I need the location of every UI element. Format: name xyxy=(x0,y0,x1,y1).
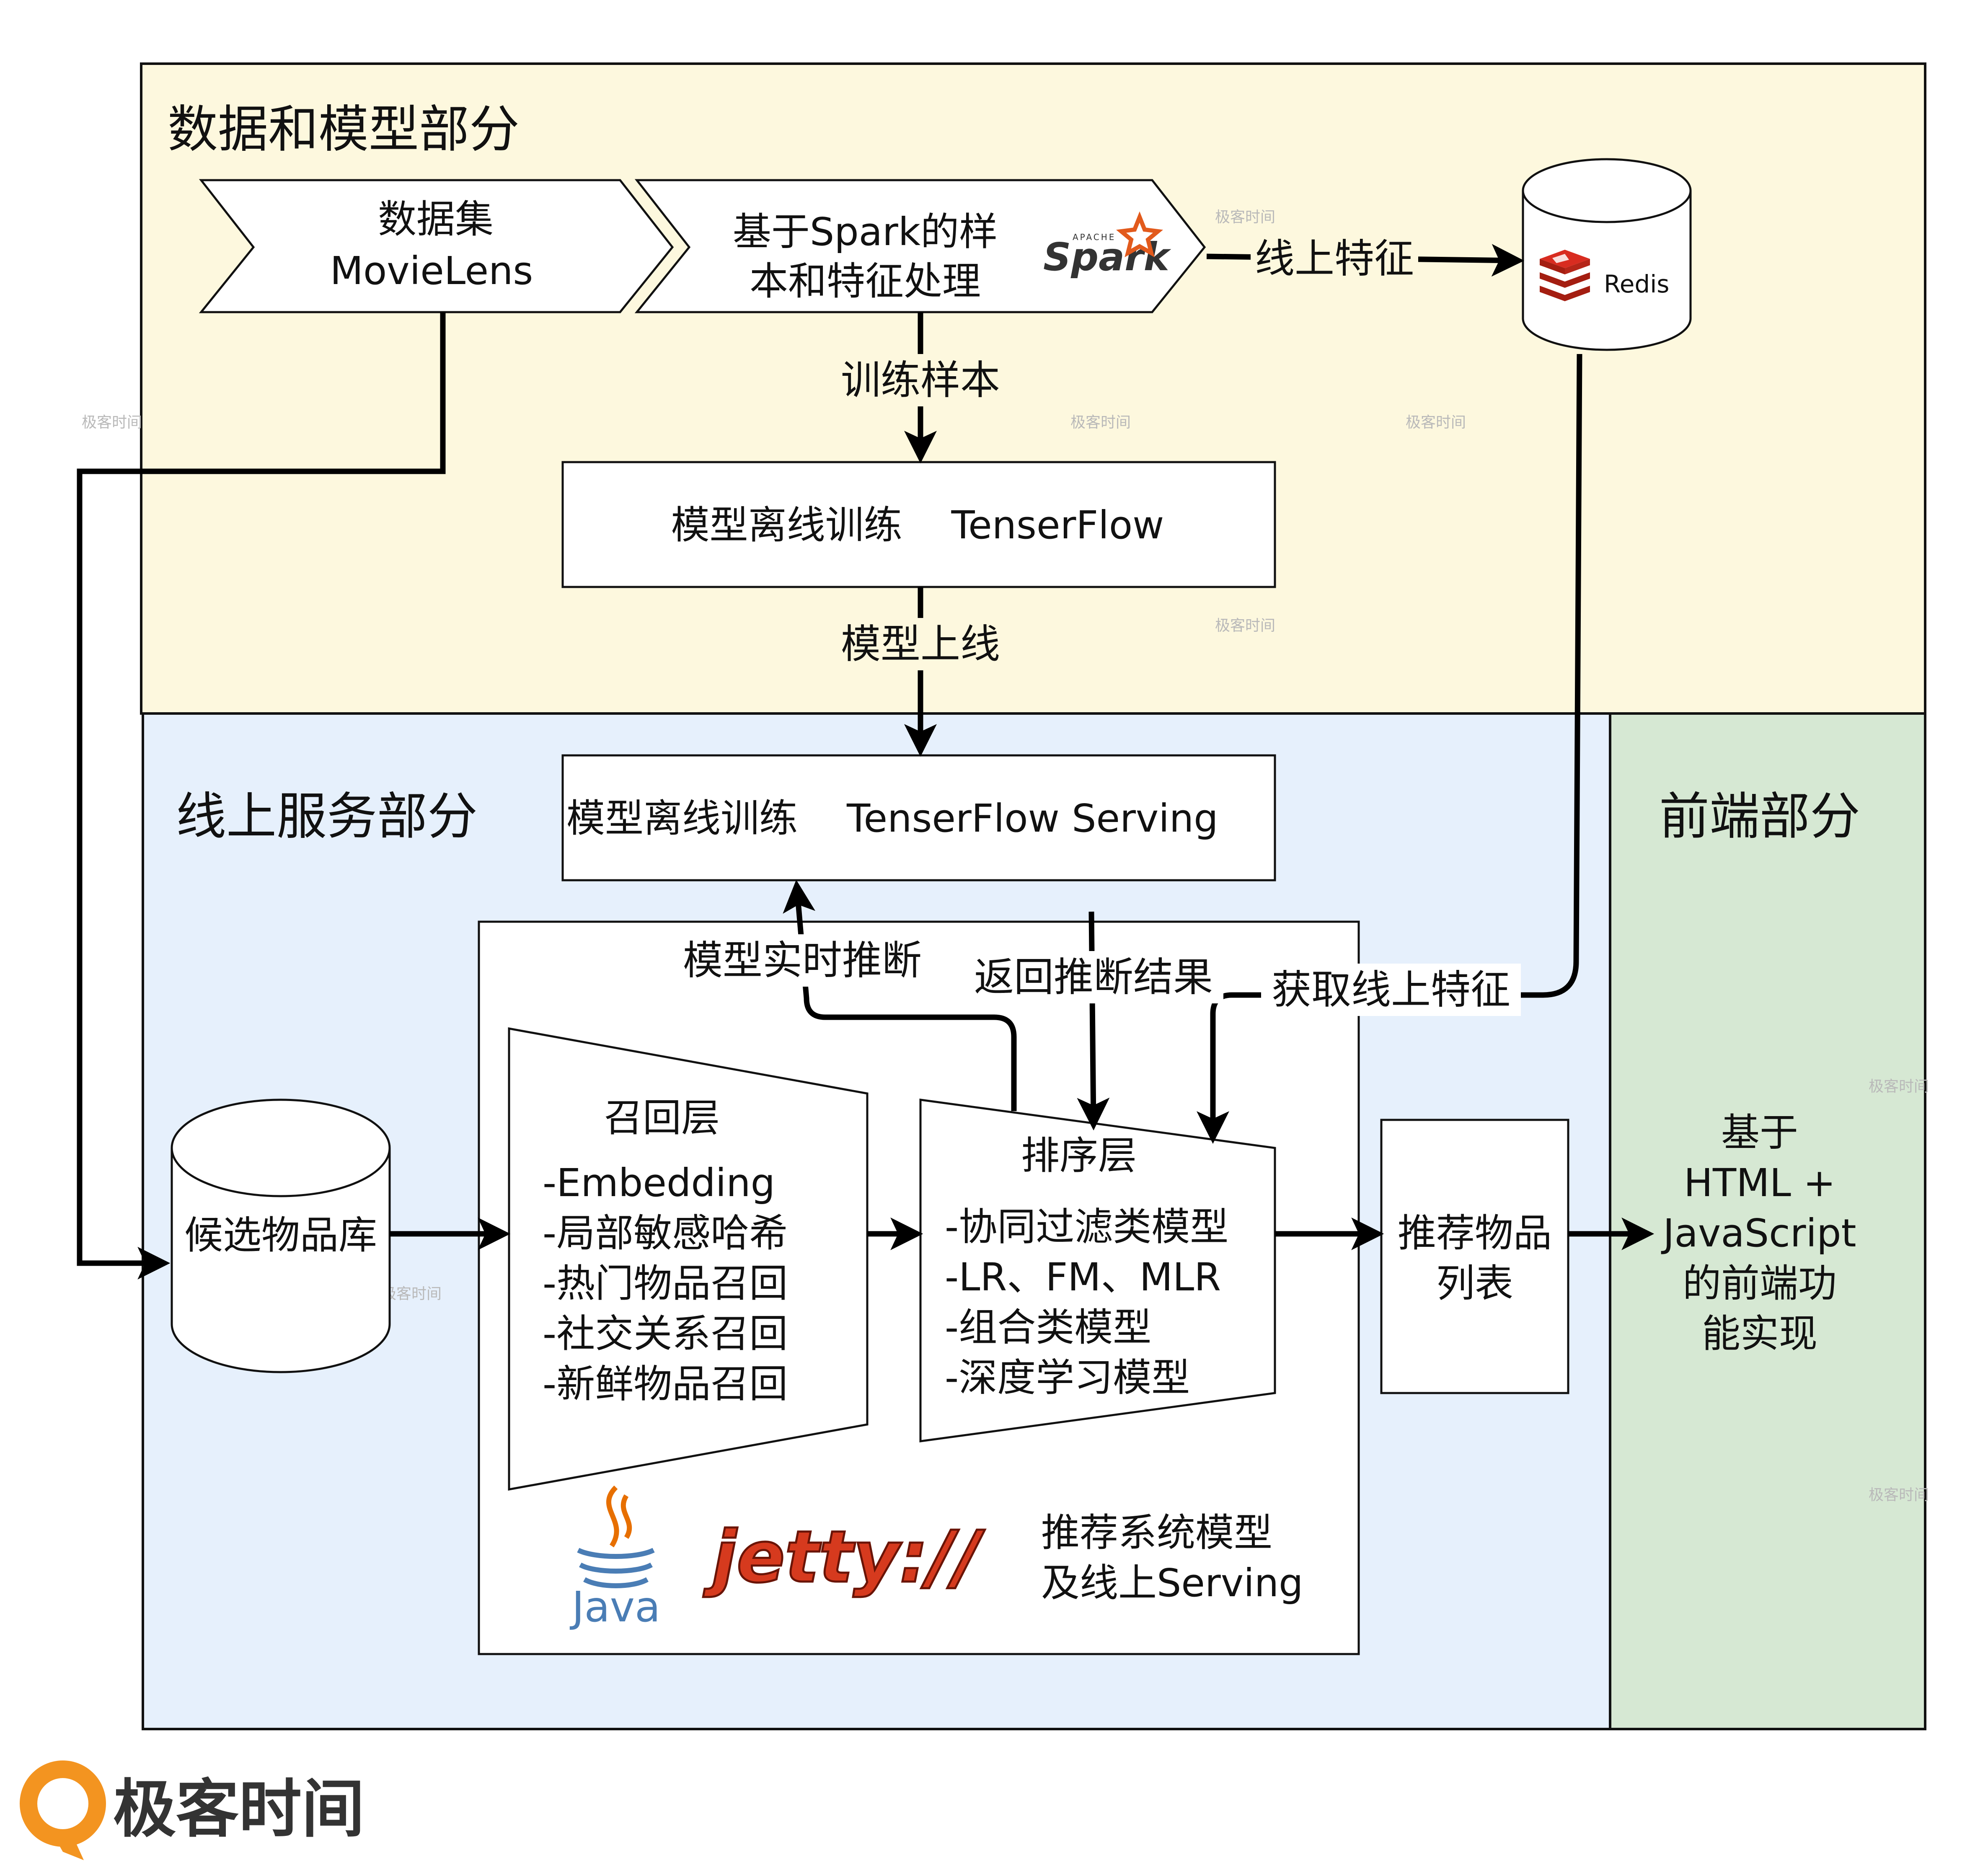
svg-text:模型离线训练 TenserFlow Serving: 模型离线训练 TenserFlow Serving xyxy=(566,796,1218,841)
svg-text:极客时间: 极客时间 xyxy=(1215,617,1275,634)
ranking-item: -LR、FM、MLR xyxy=(945,1255,1221,1300)
tf-serving-node: 模型离线训练 TenserFlow Serving xyxy=(561,754,1276,881)
recall-item: -局部敏感哈希 xyxy=(543,1211,788,1256)
edge-label-return-result: 返回推断结果 xyxy=(964,951,1223,1003)
candidate-pool-store: 候选物品库 xyxy=(171,1099,391,1373)
spark-processing-step: 基于Spark的样 本和特征处理 APACHE Spark xyxy=(634,179,1206,313)
svg-text:召回层: 召回层 xyxy=(604,1096,720,1140)
svg-text:的前端功: 的前端功 xyxy=(1683,1261,1837,1306)
data-model-section xyxy=(140,62,1926,715)
offline-training-node: 模型离线训练 TenserFlow xyxy=(561,461,1276,588)
svg-text:HTML +: HTML + xyxy=(1684,1161,1835,1205)
container-caption-line2: 及线上Serving xyxy=(1041,1561,1303,1605)
svg-text:返回推断结果: 返回推断结果 xyxy=(974,954,1213,1000)
section-title-data: 数据和模型部分 xyxy=(168,101,520,159)
svg-text:APACHE: APACHE xyxy=(1073,232,1116,242)
svg-text:线上特征: 线上特征 xyxy=(1255,236,1414,282)
edge-redis-to-ranking xyxy=(1197,354,1582,1144)
svg-text:MovieLens: MovieLens xyxy=(330,248,533,293)
edge-label-training-samples: 训练样本 xyxy=(836,354,1003,406)
svg-text:训练样本: 训练样本 xyxy=(841,357,1000,403)
ranking-layer: 排序层 -协同过滤类模型 -LR、FM、MLR -组合类模型 -深度学习模型 xyxy=(919,1099,1276,1442)
svg-text:Spark: Spark xyxy=(1043,235,1171,279)
geektime-logo: 极客时间 xyxy=(20,1760,365,1860)
edge-ranking-to-serving xyxy=(783,879,1017,1111)
svg-text:JavaScript: JavaScript xyxy=(1661,1211,1856,1256)
ranking-item: -组合类模型 xyxy=(945,1305,1151,1350)
recall-layer: 召回层 -Embedding -局部敏感哈希 -热门物品召回 -社交关系召回 -… xyxy=(508,1027,869,1491)
svg-text:数据集: 数据集 xyxy=(378,197,494,242)
svg-text:排序层: 排序层 xyxy=(1021,1133,1137,1178)
svg-text:模型实时推断: 模型实时推断 xyxy=(683,938,922,984)
svg-text:极客时间: 极客时间 xyxy=(1070,414,1131,431)
recommend-list-node: 推荐物品 列表 xyxy=(1380,1119,1569,1394)
svg-text:极客时间: 极客时间 xyxy=(82,414,142,431)
java-logo: Java xyxy=(569,1485,660,1631)
svg-text:本和特征处理: 本和特征处理 xyxy=(750,259,981,304)
spark-star-icon xyxy=(1116,211,1163,258)
edge-serving-to-ranking xyxy=(1077,911,1110,1131)
svg-text:极客时间: 极客时间 xyxy=(1215,209,1275,226)
edge-label-online-features: 线上特征 xyxy=(1251,233,1418,285)
svg-text:获取线上特征: 获取线上特征 xyxy=(1272,967,1510,1013)
svg-text:推荐物品: 推荐物品 xyxy=(1398,1211,1552,1256)
svg-text:极客时间: 极客时间 xyxy=(1406,414,1466,431)
svg-text:Java: Java xyxy=(569,1582,660,1631)
section-title-frontend: 前端部分 xyxy=(1659,788,1860,846)
ranking-item: -协同过滤类模型 xyxy=(945,1205,1228,1249)
recall-item: -新鲜物品召回 xyxy=(543,1362,788,1406)
container-caption-line1: 推荐系统模型 xyxy=(1041,1510,1272,1555)
svg-text:极客时间: 极客时间 xyxy=(113,1773,365,1846)
recall-item: -热门物品召回 xyxy=(543,1261,788,1306)
frontend-impl-text: 基于 HTML + JavaScript 的前端功 能实现 xyxy=(1661,1110,1856,1356)
svg-text:能实现: 能实现 xyxy=(1702,1311,1817,1356)
edge-dataset-to-candidates xyxy=(77,312,446,1279)
recall-item: -Embedding xyxy=(543,1161,775,1205)
svg-text:基于: 基于 xyxy=(1721,1110,1798,1155)
redis-cube-icon xyxy=(1540,250,1590,301)
edge-label-fetch-features: 获取线上特征 xyxy=(1261,964,1521,1016)
svg-text:Redis: Redis xyxy=(1604,270,1670,298)
recall-item: -社交关系召回 xyxy=(543,1311,788,1356)
frontend-section xyxy=(1609,712,1926,1730)
java-steam-icon xyxy=(606,1485,632,1548)
svg-text:模型上线: 模型上线 xyxy=(841,621,1000,667)
spark-logo: APACHE Spark xyxy=(1043,211,1171,279)
dataset-step: 数据集 MovieLens xyxy=(199,179,674,313)
edge-label-realtime-inference: 模型实时推断 xyxy=(672,934,932,987)
svg-text:基于Spark的样: 基于Spark的样 xyxy=(733,209,998,254)
svg-text:极客时间: 极客时间 xyxy=(1869,1486,1929,1504)
svg-text:极客时间: 极客时间 xyxy=(1869,1078,1929,1095)
svg-text:模型离线训练 TenserFlow: 模型离线训练 TenserFlow xyxy=(671,503,1164,548)
ranking-item: -深度学习模型 xyxy=(945,1355,1190,1400)
svg-text:列表: 列表 xyxy=(1436,1261,1513,1306)
geektime-logo-icon xyxy=(20,1760,106,1847)
section-title-online: 线上服务部分 xyxy=(176,788,478,846)
svg-text:极客时间: 极客时间 xyxy=(381,1285,442,1303)
java-cup-icon xyxy=(577,1548,655,1588)
redis-store: Redis xyxy=(1522,158,1692,351)
jetty-logo: jetty:// xyxy=(703,1516,985,1599)
edge-label-model-deploy: 模型上线 xyxy=(836,618,1003,670)
svg-text:候选物品库: 候选物品库 xyxy=(184,1213,377,1258)
